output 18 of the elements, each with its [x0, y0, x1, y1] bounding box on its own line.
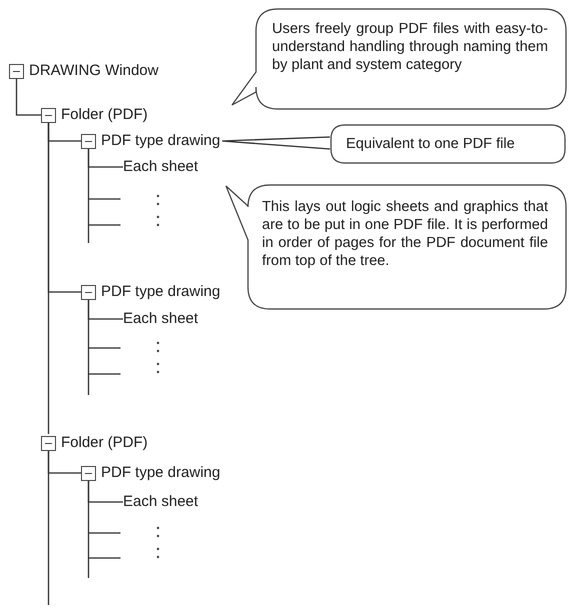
tree-label: PDF type drawing	[101, 464, 220, 482]
callout-text: Users freely group PDF files with easy-to-understand handling through naming them by plant and system category	[272, 20, 548, 74]
callout-text: Equivalent to one PDF file	[346, 135, 515, 153]
tree-label: Folder (PDF)	[61, 434, 148, 452]
tree-label: PDF type drawing	[101, 283, 220, 301]
tree-line	[16, 78, 41, 116]
tree-label: Each sheet	[123, 493, 198, 511]
callout-text: This lays out logic sheets and graphics that are to be put in one PDF file. It is performed in order of pages for the PDF document file from top of the tree.	[262, 198, 548, 270]
tree-label: Each sheet	[123, 158, 198, 176]
tree-label: PDF type drawing	[101, 132, 220, 150]
speech-bubble	[232, 8, 567, 110]
tree-label: DRAWING Window	[29, 62, 158, 80]
tree-label: Each sheet	[123, 310, 198, 328]
tree-line	[48, 122, 50, 434]
tree-label: Folder (PDF)	[61, 106, 148, 124]
speech-bubble	[226, 184, 567, 310]
callout-box	[330, 124, 566, 164]
tree-line	[222, 136, 331, 150]
